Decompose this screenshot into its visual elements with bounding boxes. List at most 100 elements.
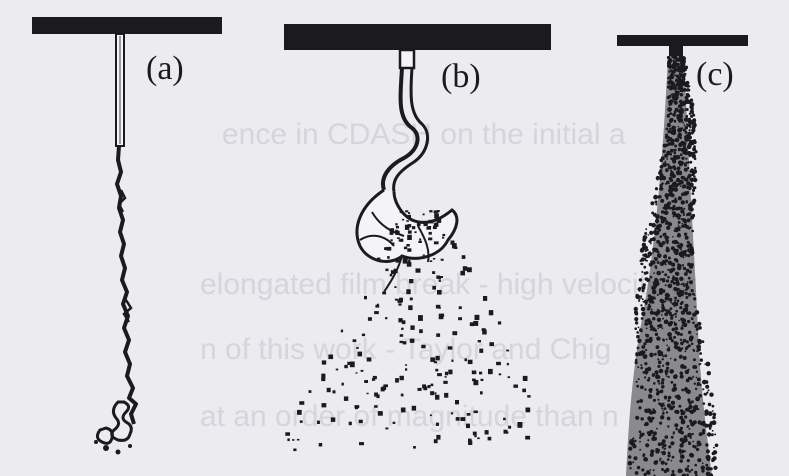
droplet [419,329,423,333]
droplet [659,289,664,294]
droplet [663,150,666,153]
droplet [410,325,414,330]
droplet [692,376,694,378]
droplet [681,223,683,225]
droplet [665,193,670,198]
droplet [636,335,640,339]
droplet [685,158,687,160]
droplet [448,346,453,349]
droplet [680,185,682,187]
droplet [689,202,694,207]
droplet [705,464,708,467]
droplet [679,449,682,452]
droplet [655,449,659,453]
droplet [336,369,339,371]
droplet [678,225,680,227]
droplet [681,157,684,160]
droplet [682,122,684,124]
droplet [696,334,698,336]
droplet [488,437,492,441]
droplet [319,443,323,447]
droplet [426,227,431,230]
droplet [654,231,659,236]
droplet [645,250,647,252]
droplet [666,298,668,300]
droplet [680,207,683,210]
droplet [649,394,651,396]
droplet [683,100,685,102]
droplet [687,465,689,467]
droplet [706,392,708,394]
droplet [689,335,693,339]
droplet [687,320,690,323]
droplet [678,245,682,249]
droplet [444,393,448,398]
droplet [649,231,653,235]
droplet [356,372,358,373]
droplet [691,469,693,471]
droplet [688,144,691,147]
droplet [679,100,681,102]
droplet [477,437,480,439]
droplet [642,298,644,300]
droplet [662,412,665,415]
droplet [704,364,706,366]
droplet [665,161,667,163]
droplet [682,264,684,266]
droplet [667,130,671,134]
droplet [706,467,710,471]
droplet [692,293,695,296]
droplet [287,438,289,441]
droplet [677,166,681,170]
droplet [489,310,494,315]
droplet [680,333,683,336]
droplet [436,435,440,440]
droplet [656,225,660,229]
droplet [667,62,670,65]
droplet [640,248,644,252]
droplet [687,118,691,122]
droplet [654,257,656,259]
droplet [671,460,673,462]
droplet [652,290,657,295]
droplet [651,260,655,264]
droplet [483,296,487,301]
droplet [673,387,678,392]
droplet [664,407,667,410]
droplet [673,56,675,58]
droplet [687,152,689,154]
droplet [662,446,664,448]
droplet [692,441,694,443]
droplet [703,402,706,405]
droplet [697,458,701,462]
droplet [458,317,462,320]
droplet [667,201,671,205]
droplet [661,461,665,465]
droplet [673,167,676,170]
droplet [690,248,694,252]
droplet [689,161,692,164]
droplet [383,384,388,387]
nozzle-b [284,24,551,68]
droplet [639,449,641,451]
droplet [421,345,425,349]
droplet [641,286,645,290]
droplet [674,358,677,361]
droplet [681,412,684,415]
droplet [678,142,683,147]
droplet [663,144,667,148]
droplet [367,357,372,361]
droplet [374,405,377,408]
droplet [682,321,685,324]
droplet [684,135,688,139]
droplet [713,466,717,470]
droplet [668,261,672,265]
droplet [706,362,711,367]
droplet [663,410,665,412]
droplet [689,280,693,284]
droplet [681,420,686,425]
droplet [674,145,677,148]
droplet [671,70,673,72]
droplet [677,300,680,303]
